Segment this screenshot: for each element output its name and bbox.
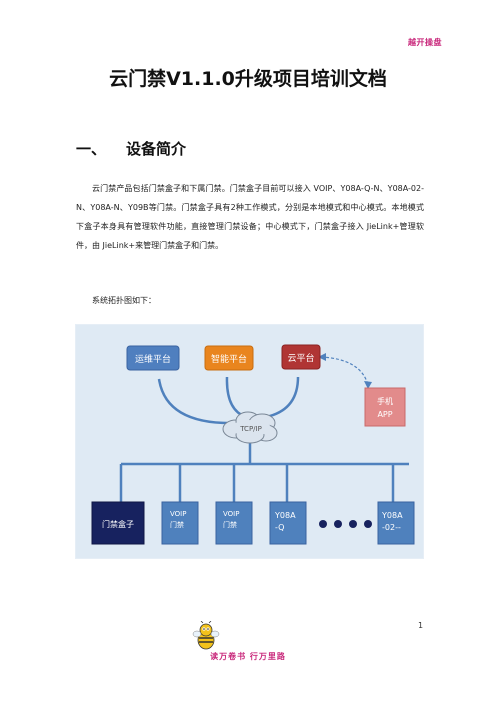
- page-number: 1: [418, 621, 424, 630]
- phone-app-box: [364, 387, 406, 427]
- footer-slogan: 读万卷书 行万里路: [210, 652, 286, 661]
- intro-paragraph: 云门禁产品包括门禁盒子和下属门禁。门禁盒子目前可以接入 VOIP、Y08A-Q-…: [76, 184, 424, 250]
- ellipsis-dot-1: [319, 520, 327, 528]
- section-heading: 一、 设备简介: [76, 138, 186, 159]
- arrow-head-app: [364, 381, 372, 389]
- phone-app-label-2: APP: [377, 410, 392, 419]
- device-box-voip-1: [161, 501, 199, 545]
- ellipsis-dot-3: [349, 520, 357, 528]
- platform-box-ops: [126, 345, 180, 371]
- platform-label-smart: 智能平台: [211, 353, 247, 365]
- network-cloud-label: TCP/IP: [239, 425, 262, 433]
- topology-svg: 运维平台 智能平台 云平台 手机 APP TCP/IP 门禁盒子 VOIP 门禁…: [91, 344, 415, 545]
- platform-label-cloud: 云平台: [287, 352, 314, 364]
- device-label-y08a-02-a: Y08A: [381, 511, 403, 520]
- link-ops-to-cloud: [157, 378, 237, 425]
- device-label-voip-2b: 门禁: [223, 520, 237, 529]
- header-brand: 越开操盘: [408, 38, 442, 47]
- ellipsis-dot-2: [334, 520, 342, 528]
- device-label-voip-1a: VOIP: [170, 510, 186, 518]
- device-box-y08a-q: [269, 501, 307, 545]
- device-box-voip-2: [215, 501, 253, 545]
- section-title: 设备简介: [126, 140, 187, 158]
- device-label-y08a-q-a: Y08A: [274, 511, 296, 520]
- link-cloudplatform-to-app: [320, 356, 369, 386]
- ellipsis-dot-4: [364, 520, 372, 528]
- device-label-voip-1b: 门禁: [170, 520, 184, 529]
- device-label-y08a-q-b: -Q: [275, 523, 284, 532]
- link-smart-to-cloud: [225, 376, 247, 419]
- link-cloudplatform-to-cloud: [265, 376, 300, 419]
- topology-diagram: 运维平台 智能平台 云平台 手机 APP TCP/IP 门禁盒子 VOIP 门禁…: [75, 324, 424, 559]
- arrow-head-platform: [318, 353, 326, 361]
- device-box-y08a-02: [377, 501, 415, 545]
- section-number: 一、: [76, 140, 107, 158]
- phone-app-label-1: 手机: [377, 396, 393, 406]
- platform-box-cloud: [281, 344, 321, 370]
- device-label-y08a-02-b: -02--: [382, 523, 401, 532]
- device-label-voip-2a: VOIP: [223, 510, 239, 518]
- device-label-gatebox: 门禁盒子: [102, 519, 134, 529]
- platform-label-ops: 运维平台: [135, 353, 171, 365]
- document-title: 云门禁V1.1.0升级项目培训文档: [109, 68, 387, 90]
- bee-mascot-icon: [192, 621, 220, 650]
- network-cloud: [222, 411, 278, 444]
- platform-box-smart: [204, 345, 254, 371]
- topology-caption: 系统拓扑图如下：: [92, 296, 156, 305]
- device-box-gatebox: [91, 501, 145, 545]
